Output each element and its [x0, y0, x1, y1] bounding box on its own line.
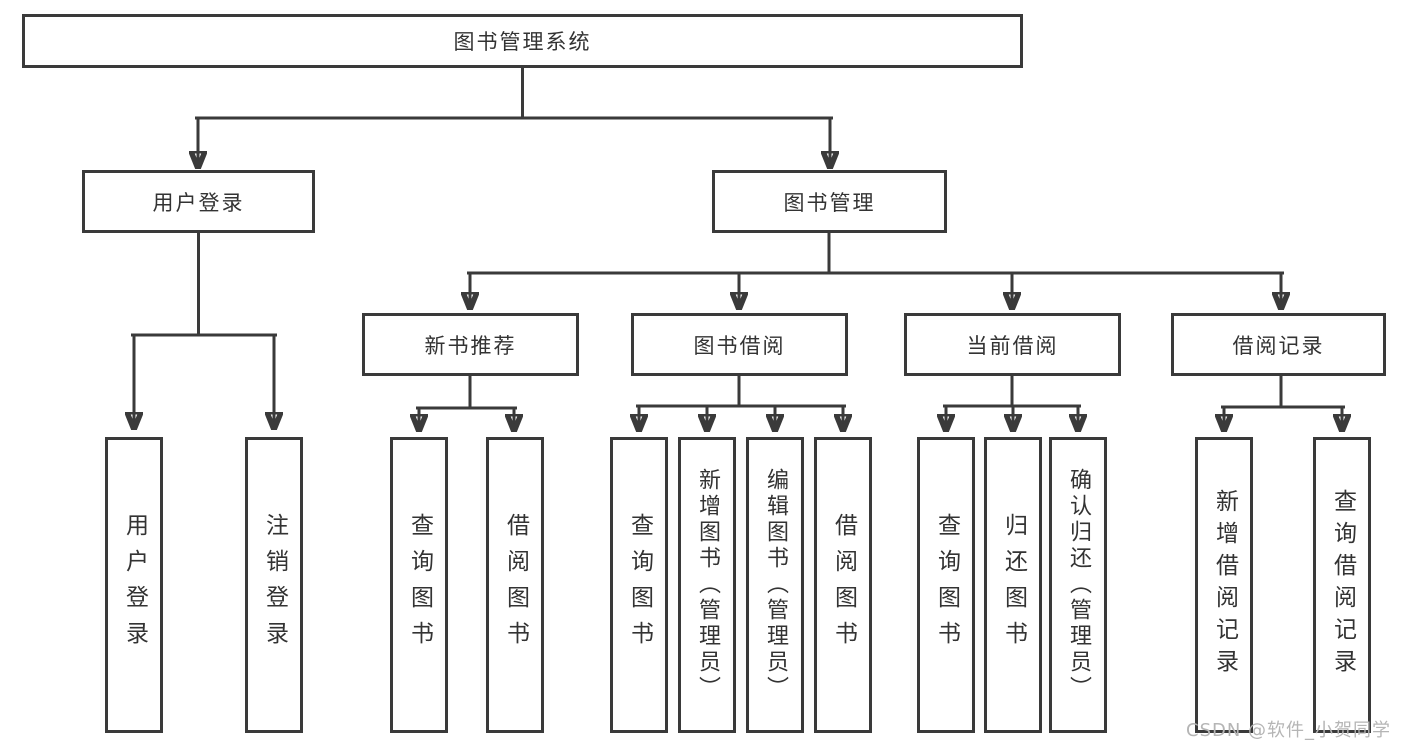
- node-label: 借阅记录: [1232, 333, 1325, 358]
- node-book-borrow: 图书借阅: [631, 313, 848, 376]
- leaf-label: 编辑图书（管理员）: [763, 468, 788, 702]
- leaf-user-login: 用户登录: [105, 437, 163, 733]
- leaf-label: 借阅图书: [502, 513, 529, 657]
- leaf-label: 新增借阅记录: [1211, 489, 1238, 681]
- node-label: 用户登录: [152, 190, 245, 215]
- leaf-label: 查询图书: [626, 513, 653, 657]
- leaf-label: 注销登录: [261, 513, 288, 657]
- leaf-confirm-return-admin: 确认归还（管理员）: [1049, 437, 1107, 733]
- leaf-label: 确认归还（管理员）: [1066, 468, 1091, 702]
- leaf-query-books-recommend: 查询图书: [390, 437, 448, 733]
- leaf-query-borrow-record: 查询借阅记录: [1313, 437, 1371, 733]
- node-new-book-recommend: 新书推荐: [362, 313, 579, 376]
- leaf-label: 借阅图书: [830, 513, 857, 657]
- node-book-management: 图书管理: [712, 170, 947, 233]
- leaf-borrow-books: 借阅图书: [814, 437, 872, 733]
- node-label: 当前借阅: [966, 333, 1059, 358]
- node-borrow-records: 借阅记录: [1171, 313, 1386, 376]
- leaf-borrow-books-recommend: 借阅图书: [486, 437, 544, 733]
- leaf-query-books-borrow: 查询图书: [610, 437, 668, 733]
- connector-book-management-children: [469, 231, 1283, 308]
- node-label: 图书借阅: [693, 333, 786, 358]
- leaf-add-borrow-record: 新增借阅记录: [1195, 437, 1253, 733]
- leaf-label: 查询借阅记录: [1329, 489, 1356, 681]
- node-label: 图书管理系统: [453, 30, 592, 54]
- node-current-borrow: 当前借阅: [904, 313, 1121, 376]
- node-library-management-system: 图书管理系统: [22, 14, 1023, 68]
- connector-root-to-level2: [197, 66, 832, 167]
- leaf-query-books-current: 查询图书: [917, 437, 975, 733]
- leaf-return-books: 归还图书: [984, 437, 1042, 733]
- leaf-label: 用户登录: [121, 513, 148, 657]
- leaf-label: 归还图书: [1000, 513, 1027, 657]
- node-label: 图书管理: [783, 190, 876, 215]
- leaf-label: 查询图书: [933, 513, 960, 657]
- leaf-label: 查询图书: [406, 513, 433, 657]
- connector-current-borrow-children: [945, 374, 1080, 430]
- leaf-logout: 注销登录: [245, 437, 303, 733]
- node-user-login: 用户登录: [82, 170, 315, 233]
- connector-book-borrow-children: [638, 374, 845, 430]
- connector-borrow-records-children: [1223, 374, 1344, 430]
- csdn-watermark: CSDN @软件_小贺同学: [1186, 720, 1392, 741]
- connector-user-login-children: [133, 231, 276, 428]
- leaf-label: 新增图书（管理员）: [695, 468, 720, 702]
- node-label: 新书推荐: [424, 333, 517, 358]
- connector-new-book-recommend-children: [418, 374, 516, 430]
- leaf-add-books-admin: 新增图书（管理员）: [678, 437, 736, 733]
- leaf-edit-books-admin: 编辑图书（管理员）: [746, 437, 804, 733]
